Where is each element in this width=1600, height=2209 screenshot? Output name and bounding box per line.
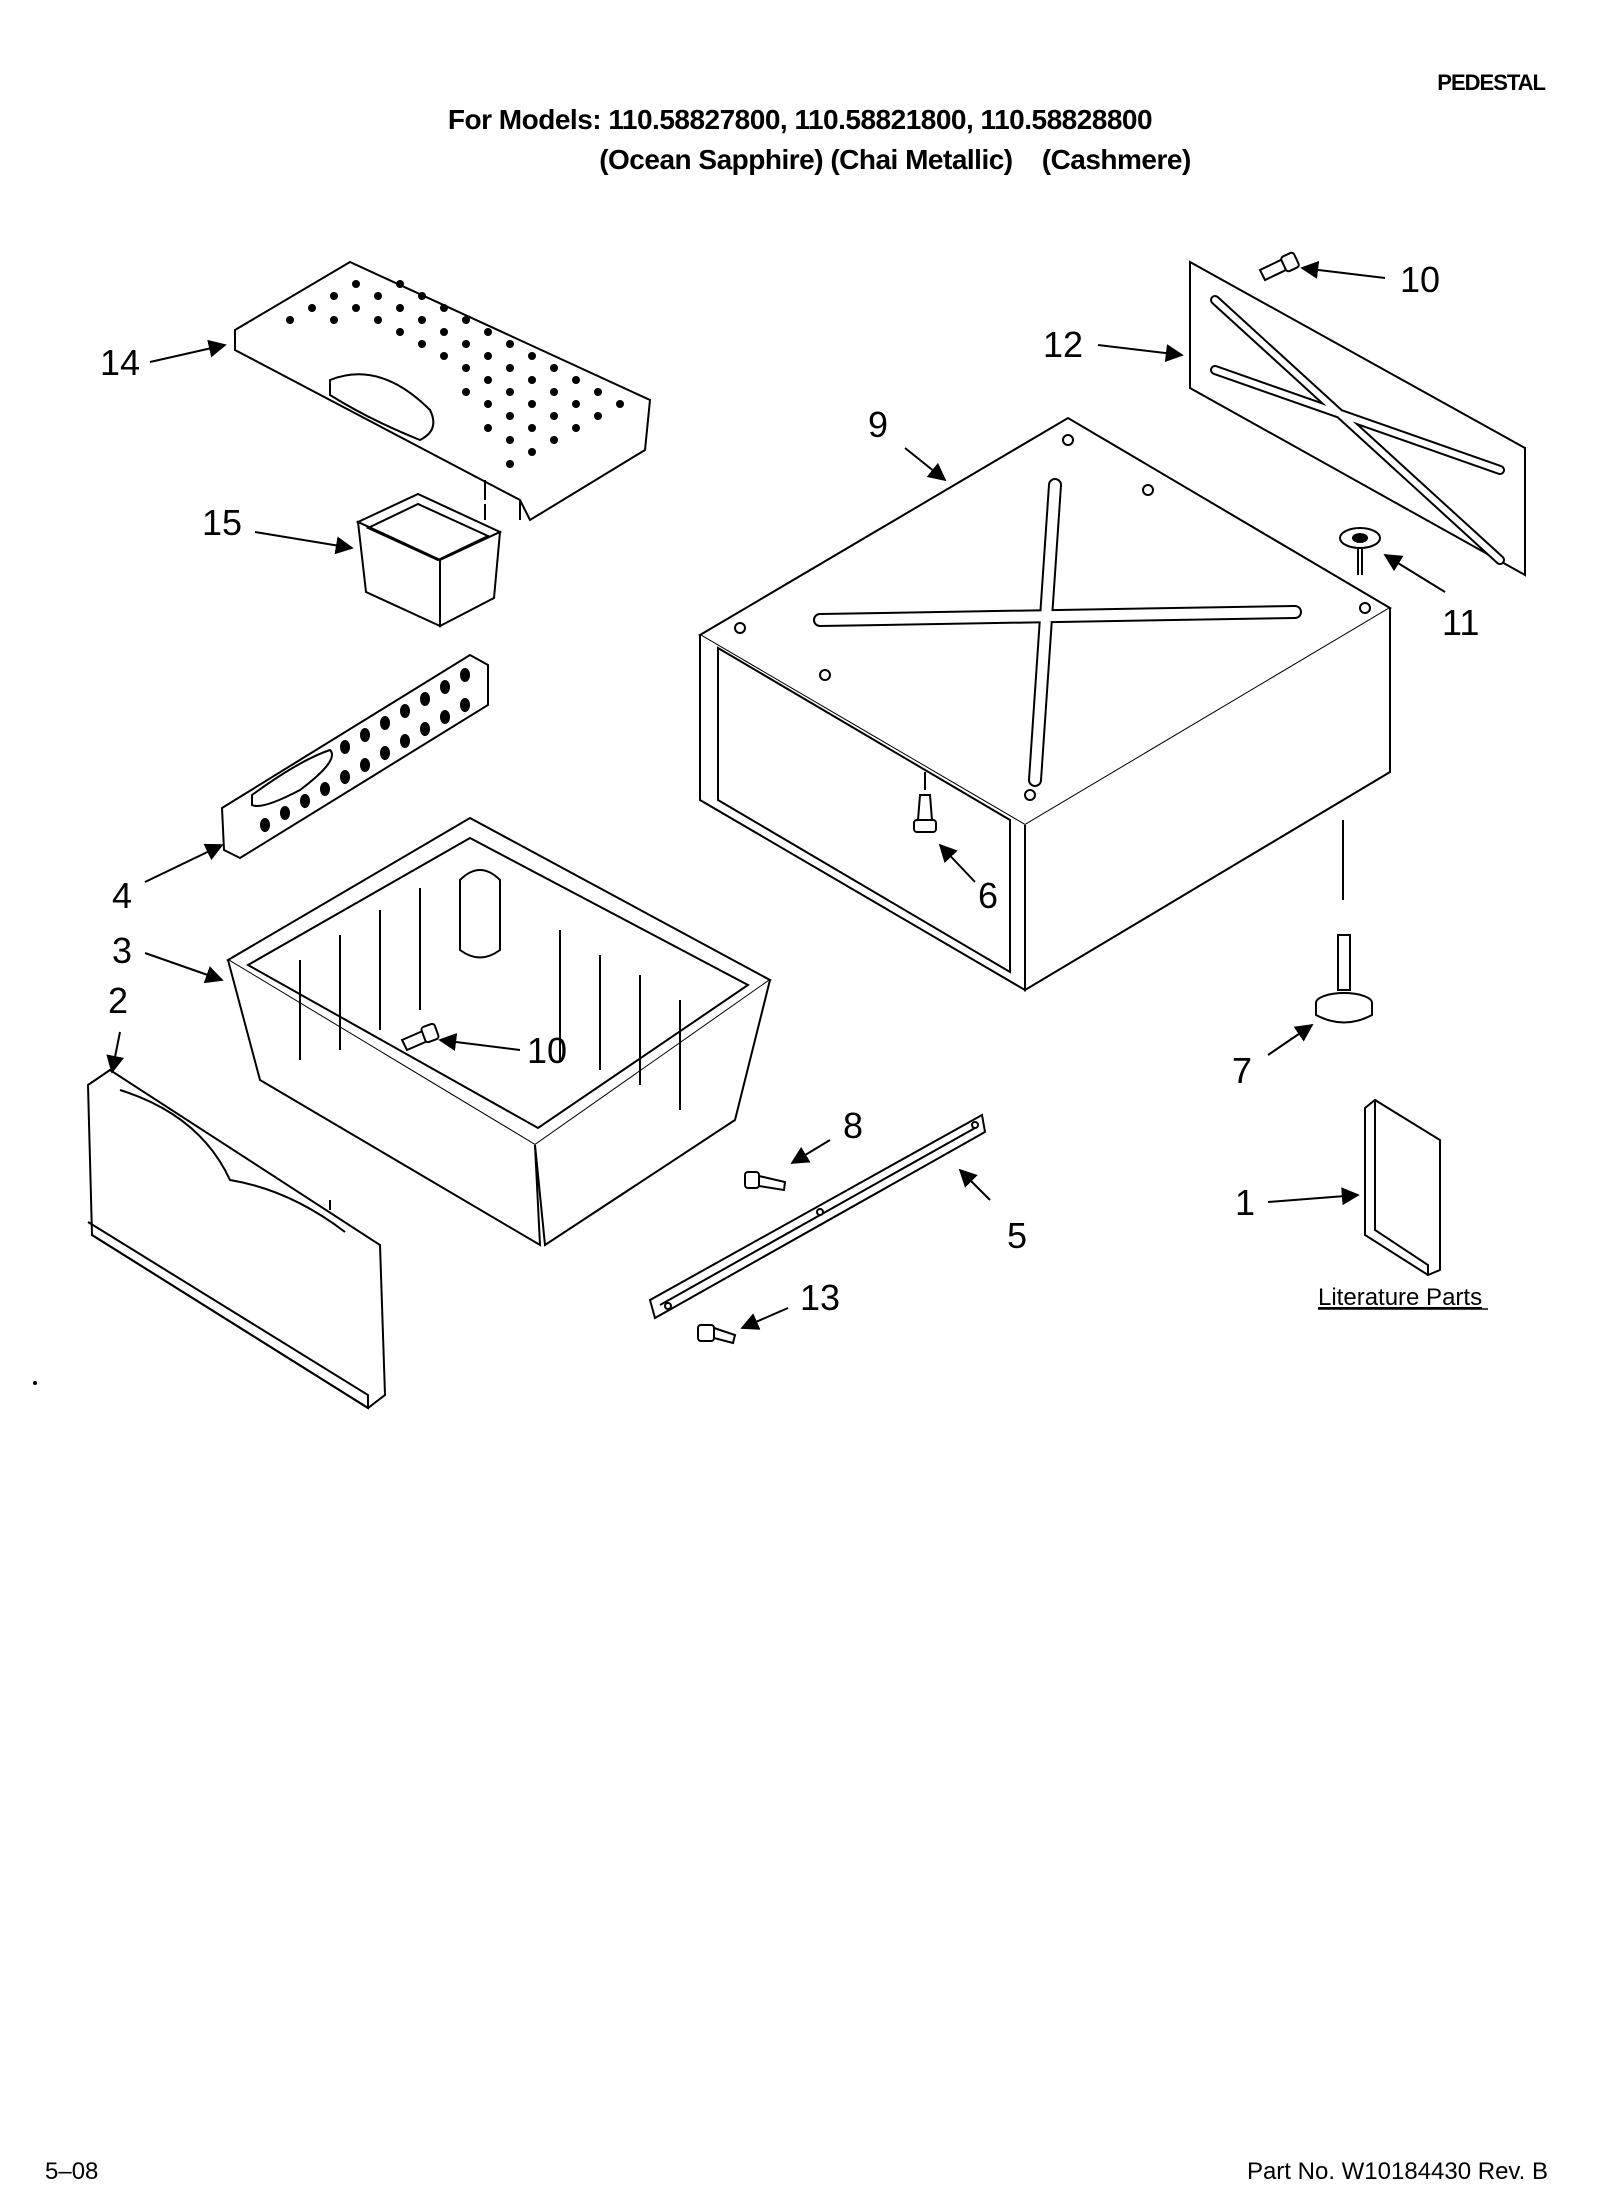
stray-dot (33, 1381, 37, 1385)
part-10-screw-top (1258, 251, 1300, 282)
callout-5: 5 (1007, 1215, 1027, 1256)
callout-6: 6 (978, 875, 998, 916)
part-8-screw (744, 1171, 787, 1192)
part-9-pedestal-cabinet (698, 416, 1392, 992)
literature-parts-label: Literature Parts (1318, 1284, 1482, 1311)
callout-9: 9 (868, 404, 888, 445)
part-12-bracket-plate (1189, 260, 1526, 577)
part-1-literature (1364, 1098, 1441, 1277)
part-14-drawer-cover-grid (234, 260, 652, 522)
colors-line: (Ocean Sapphire) (Chai Metallic) (Cashme… (599, 144, 1191, 175)
callout-1: 1 (1235, 1182, 1255, 1223)
callout-14: 14 (100, 342, 140, 383)
part-3-drawer-basket (226, 816, 772, 1247)
part-4-drawer-panel (220, 653, 489, 860)
models-line: For Models: 110.58827800, 110.58821800, … (447, 104, 1153, 135)
footer-date: 5–08 (45, 2158, 99, 2185)
footer-part-number: Part No. W10184430 Rev. B (1246, 2158, 1548, 2185)
callout-2: 2 (108, 980, 128, 1021)
models-heading: For Models: 110.58827800, 110.58821800, … (0, 100, 1600, 180)
callout-11: 11 (1442, 602, 1479, 643)
part-13-screw (697, 1324, 737, 1345)
part-11-glide (1339, 527, 1381, 575)
part-5-slide-rail (648, 1113, 987, 1320)
callout-10-top: 10 (1400, 259, 1440, 300)
part-7-leveling-leg (1315, 820, 1373, 1024)
callout-arrows (106, 261, 1446, 1330)
part-15-bin (355, 480, 503, 628)
part-2-drawer-front (86, 1068, 387, 1410)
callout-4: 4 (112, 875, 132, 916)
callout-12: 12 (1043, 324, 1083, 365)
part-6-screw (913, 772, 937, 833)
callout-13: 13 (800, 1277, 840, 1318)
callout-15: 15 (202, 502, 242, 543)
section-title: PEDESTAL (1437, 70, 1546, 95)
callout-8: 8 (843, 1105, 863, 1146)
callout-10-basket: 10 (527, 1030, 567, 1071)
part-10-screw-basket (400, 1022, 440, 1052)
callout-3: 3 (112, 930, 132, 971)
callout-7: 7 (1232, 1050, 1252, 1091)
callout-labels: 10 12 9 11 14 15 4 3 2 10 6 7 8 5 13 1 L… (100, 259, 1488, 1318)
